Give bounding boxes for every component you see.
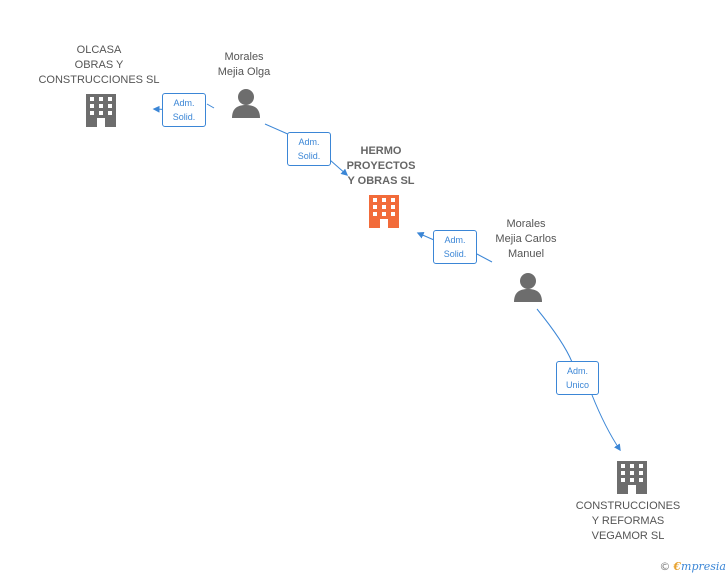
- edge-line-carlos-hermo-arrow: [416, 232, 435, 241]
- edge-line-carlos-vegamor-arrow: [591, 394, 621, 452]
- edge-line-carlos-vegamor: [536, 308, 573, 363]
- node-label-vegamor[interactable]: CONSTRUCCIONES Y REFORMAS VEGAMOR SL: [575, 500, 681, 542]
- copyright-symbol: ©: [659, 560, 671, 573]
- node-label-hermo[interactable]: HERMO PROYECTOS Y OBRAS SL: [346, 145, 416, 187]
- edge-line-olga-hermo: [264, 123, 291, 136]
- node-label-morales-carlos[interactable]: Morales Mejia Carlos Manuel: [495, 218, 557, 260]
- person-icon[interactable]: [232, 89, 260, 118]
- building-icon[interactable]: [86, 94, 116, 127]
- edge-label-carlos-hermo[interactable]: Adm. Solid.: [433, 230, 477, 264]
- brand-name: mpresia: [681, 560, 726, 573]
- person-icon[interactable]: [514, 273, 542, 302]
- edge-label-carlos-vegamor[interactable]: Adm. Unico: [556, 361, 599, 395]
- edge-line-olga-hermo-arrow: [329, 159, 349, 176]
- node-label-morales-olga[interactable]: Morales Mejia Olga: [217, 51, 271, 78]
- brand-initial: €: [673, 560, 682, 573]
- node-label-olcasa[interactable]: OLCASA OBRAS Y CONSTRUCCIONES SL: [38, 44, 160, 86]
- building-icon[interactable]: [369, 195, 399, 228]
- edge-label-olga-olcasa[interactable]: Adm. Solid.: [162, 93, 206, 127]
- edge-label-olga-hermo[interactable]: Adm. Solid.: [287, 132, 331, 166]
- building-icon[interactable]: [617, 461, 647, 494]
- brand-logo: ©€mpresia: [659, 560, 726, 573]
- edge-line-olga-olcasa: [206, 103, 215, 109]
- edge-line-carlos-hermo: [476, 253, 493, 263]
